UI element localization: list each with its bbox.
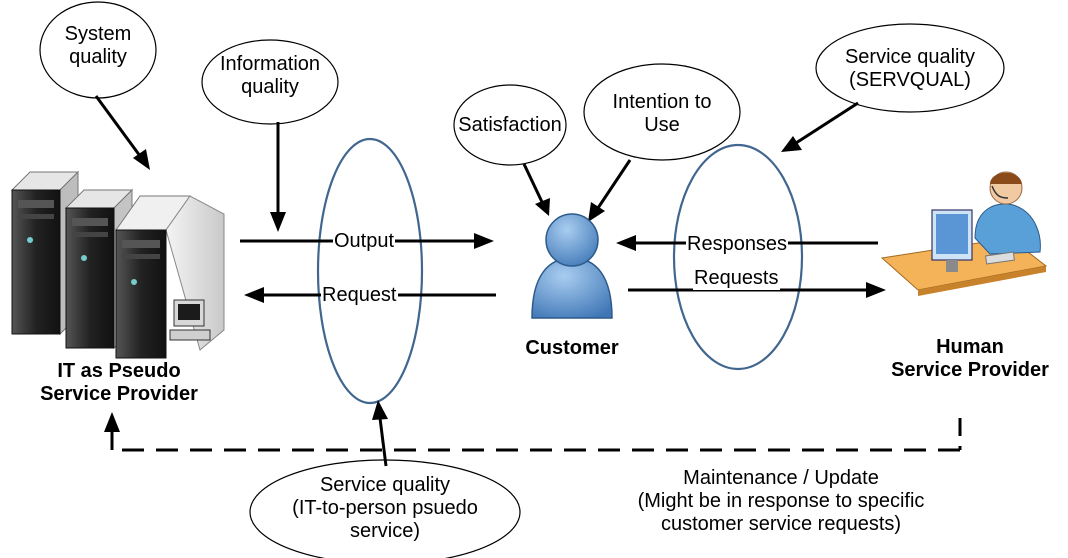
requests-arrow (628, 282, 886, 298)
intention-to-use-arrow (588, 159, 632, 222)
information-quality-line-1: Information (219, 53, 321, 75)
maintenance-line-1: Maintenance / Update (683, 467, 879, 489)
customer-label: Customer (525, 337, 619, 359)
human-provider-line-1: Human (936, 336, 1004, 358)
intention-to-use-bubble (583, 63, 741, 161)
information-quality-label: Information quality (204, 53, 336, 99)
system-quality-label: System quality (48, 23, 148, 69)
servqual-bubble (815, 23, 1005, 113)
it-provider-line-2: Service Provider (40, 383, 198, 405)
servqual-arrow (781, 101, 859, 152)
output-label: Output (333, 230, 396, 253)
it-provider-line-1: IT as Pseudo (57, 360, 181, 382)
satisfaction-label: Satisfaction (458, 114, 562, 136)
it-interface-ellipse (316, 137, 424, 405)
information-quality-arrow (270, 122, 286, 232)
information-quality-line-2: quality (241, 76, 299, 98)
human-provider-label: Human Service Provider (880, 336, 1060, 382)
information-quality-bubble (201, 39, 339, 125)
maintenance-label: Maintenance / Update (Might be in respon… (596, 467, 966, 536)
human-provider-line-2: Service Provider (891, 359, 1049, 381)
human-agent-icon (880, 171, 1048, 296)
system-quality-line-1: System (64, 23, 132, 45)
maintenance-line-2: (Might be in response to specific (637, 490, 925, 512)
it-service-quality-arrow (372, 400, 388, 467)
servqual-line-2: (SERVQUAL) (849, 69, 971, 91)
servqual-label: Service quality (SERVQUAL) (820, 46, 1000, 92)
system-quality-arrow (94, 95, 150, 170)
servers-icon (10, 170, 225, 359)
it-service-quality-label: Service quality (IT-to-person psuedo ser… (260, 474, 510, 543)
system-quality-line-2: quality (69, 46, 127, 68)
intention-to-use-label: Intention to Use (592, 91, 732, 137)
customer-icon (531, 213, 613, 319)
it-service-quality-line-1: Service quality (319, 474, 451, 496)
it-provider-label: IT as Pseudo Service Provider (14, 360, 224, 406)
satisfaction-arrow (522, 163, 550, 216)
intention-to-use-line-1: Intention to (612, 91, 712, 113)
request-label: Request (321, 284, 398, 307)
satisfaction-bubble (453, 84, 567, 166)
it-service-quality-line-2: (IT-to-person psuedo (292, 497, 478, 519)
maintenance-line-3: customer service requests) (660, 513, 902, 535)
maintenance-loop (104, 412, 962, 452)
it-service-quality-line-3: service) (349, 520, 420, 542)
human-interface-ellipse (672, 143, 804, 371)
responses-label: Responses (686, 233, 789, 256)
servqual-line-1: Service quality (844, 46, 976, 68)
requests-label: Requests (693, 267, 780, 290)
intention-to-use-line-2: Use (644, 114, 680, 136)
